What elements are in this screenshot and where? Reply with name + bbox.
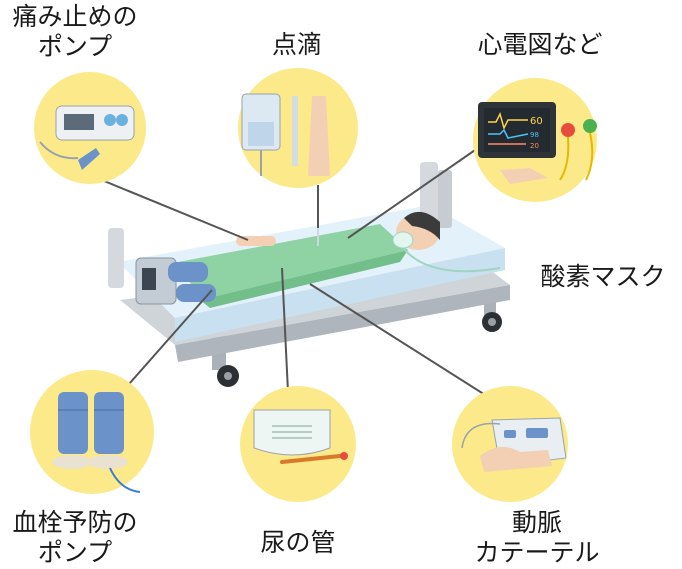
label-ecg: 心電図など <box>477 30 603 59</box>
oxygen-mask-icon <box>392 231 414 249</box>
ecg-readout-middle: 98 <box>530 131 539 139</box>
label-arterial-line1: 動脈 <box>511 508 562 537</box>
circle-arterial-catheter <box>452 386 568 502</box>
circle-urinary-catheter <box>240 386 356 502</box>
label-compression-pump: 血栓予防の ポンプ <box>0 508 150 568</box>
circle-compression-pump <box>30 370 154 494</box>
label-compression-line2: ポンプ <box>37 538 113 567</box>
label-arterial-catheter: 動脈 カテーテル <box>462 508 612 568</box>
circle-pain-pump <box>34 72 146 184</box>
label-pain-pump-line2: ポンプ <box>37 32 113 61</box>
patient <box>168 211 501 308</box>
compression-sleeve-right-icon <box>94 392 124 454</box>
label-oxygen-mask: 酸素マスク <box>540 262 666 291</box>
label-arterial-line2: カテーテル <box>474 538 600 567</box>
leader-lines <box>91 147 491 399</box>
label-iv-drip: 点滴 <box>271 30 322 59</box>
label-pain-pump: 痛み止めの ポンプ <box>0 2 150 62</box>
circle-iv-drip <box>238 68 358 188</box>
ecg-readout-top: 60 <box>530 116 543 127</box>
circle-ecg: 60 98 20 <box>473 78 597 202</box>
label-pain-pump-line1: 痛み止めの <box>12 2 138 31</box>
compression-sleeve-left-icon <box>58 392 88 454</box>
label-compression-line1: 血栓予防の <box>12 508 138 537</box>
label-urinary-catheter: 尿の管 <box>260 528 336 557</box>
ecg-readout-bottom: 20 <box>530 142 539 150</box>
